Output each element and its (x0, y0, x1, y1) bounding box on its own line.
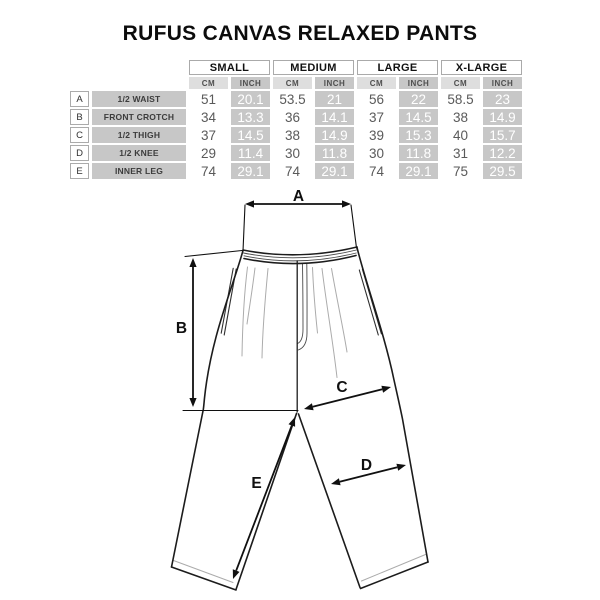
cell-value: 15.3 (399, 127, 438, 143)
unit-header-cm: CM (273, 77, 312, 89)
cell-value: 14.5 (399, 109, 438, 125)
cell-value: 40 (441, 127, 480, 143)
dim-label-c: C (336, 379, 347, 396)
cell-value: 38 (273, 127, 312, 143)
cell-value: 11.4 (231, 145, 270, 161)
row-key: A (70, 91, 89, 107)
cell-value: 14.1 (315, 109, 354, 125)
row-label: 1/2 KNEE (92, 145, 186, 161)
cell-value: 74 (189, 163, 228, 179)
cell-value: 51 (189, 91, 228, 107)
cell-value: 34 (189, 109, 228, 125)
cell-value: 21 (315, 91, 354, 107)
size-chart-table: SMALL MEDIUM LARGE X-LARGE CM INCH CM IN… (70, 60, 522, 179)
cell-value: 58.5 (441, 91, 480, 107)
unit-header-cm: CM (189, 77, 228, 89)
measurement-extension-lines (182, 204, 358, 412)
size-header-medium: MEDIUM (273, 60, 354, 75)
row-label: 1/2 WAIST (92, 91, 186, 107)
cell-value: 22 (399, 91, 438, 107)
unit-header-inch: INCH (231, 77, 270, 89)
cell-value: 13.3 (231, 109, 270, 125)
cell-value: 37 (189, 127, 228, 143)
dim-label-e: E (251, 475, 261, 492)
cell-value: 15.7 (483, 127, 522, 143)
unit-header-inch: INCH (315, 77, 354, 89)
cell-value: 12.2 (483, 145, 522, 161)
cell-value: 23 (483, 91, 522, 107)
unit-header-inch: INCH (483, 77, 522, 89)
pocket-welt-lines (220, 267, 382, 336)
crease-lines (173, 266, 426, 583)
page-title: RUFUS CANVAS RELAXED PANTS (122, 22, 478, 45)
cell-value: 29.5 (483, 163, 522, 179)
cell-value: 14.9 (315, 127, 354, 143)
row-key: E (70, 163, 89, 179)
dim-label-b: B (176, 320, 187, 337)
row-label: INNER LEG (92, 163, 186, 179)
cell-value: 74 (357, 163, 396, 179)
cell-value: 29 (189, 145, 228, 161)
cell-value: 53.5 (273, 91, 312, 107)
cell-value: 31 (441, 145, 480, 161)
cell-value: 29.1 (399, 163, 438, 179)
cell-value: 29.1 (315, 163, 354, 179)
row-label: FRONT CROTCH (92, 109, 186, 125)
cell-value: 37 (357, 109, 396, 125)
measurement-arrows (189, 200, 406, 579)
dim-label-a: A (293, 188, 304, 205)
size-header-small: SMALL (189, 60, 270, 75)
pants-outline (170, 246, 429, 591)
cell-value: 30 (273, 145, 312, 161)
row-label: 1/2 THIGH (92, 127, 186, 143)
row-key: D (70, 145, 89, 161)
cell-value: 14.9 (483, 109, 522, 125)
cell-value: 29.1 (231, 163, 270, 179)
row-key: B (70, 109, 89, 125)
cell-value: 56 (357, 91, 396, 107)
dim-label-d: D (361, 457, 372, 474)
unit-header-inch: INCH (399, 77, 438, 89)
cell-value: 30 (357, 145, 396, 161)
cell-value: 20.1 (231, 91, 270, 107)
cell-value: 74 (273, 163, 312, 179)
cell-value: 38 (441, 109, 480, 125)
cell-value: 11.8 (315, 145, 354, 161)
cell-value: 14.5 (231, 127, 270, 143)
cell-value: 39 (357, 127, 396, 143)
unit-header-cm: CM (357, 77, 396, 89)
cell-value: 11.8 (399, 145, 438, 161)
seam-detail-lines (243, 249, 357, 351)
cell-value: 36 (273, 109, 312, 125)
size-header-x-large: X-LARGE (441, 60, 522, 75)
size-header-large: LARGE (357, 60, 438, 75)
cell-value: 75 (441, 163, 480, 179)
row-key: C (70, 127, 89, 143)
unit-header-cm: CM (441, 77, 480, 89)
